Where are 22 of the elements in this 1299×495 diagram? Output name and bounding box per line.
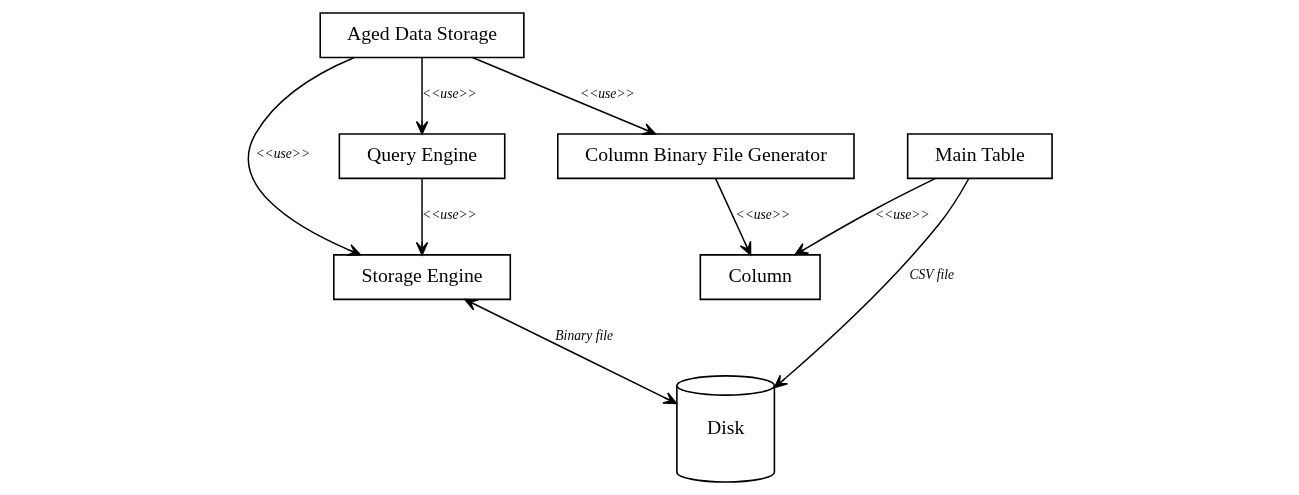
arrow: [415, 177, 428, 256]
edge-label: <<use>>: [421, 206, 477, 222]
arrow: [247, 56, 361, 256]
arrow: [714, 177, 751, 256]
edge-label: <<use>>: [735, 206, 790, 222]
node-box: Query Engine: [338, 133, 506, 180]
node-box: Storage Engine: [332, 254, 511, 301]
arrow: [471, 56, 656, 135]
edge-label: <<use>>: [254, 146, 310, 162]
arrow: [793, 177, 936, 256]
node-box: Column Binary File Generator: [556, 133, 855, 180]
edge-label: <<use>>: [421, 85, 477, 101]
edge-label: Binary file: [554, 327, 613, 343]
arrow: [773, 178, 969, 389]
edge-label: CSV file: [909, 267, 954, 283]
edge-label: <<use>>: [874, 206, 930, 222]
node-box: Column: [699, 254, 821, 301]
node-box: Aged Data Storage: [318, 12, 525, 59]
arrow: [415, 56, 428, 135]
arrow: [463, 298, 677, 405]
node-box: Main Table: [906, 133, 1053, 180]
edge-label: <<use>>: [579, 85, 635, 101]
